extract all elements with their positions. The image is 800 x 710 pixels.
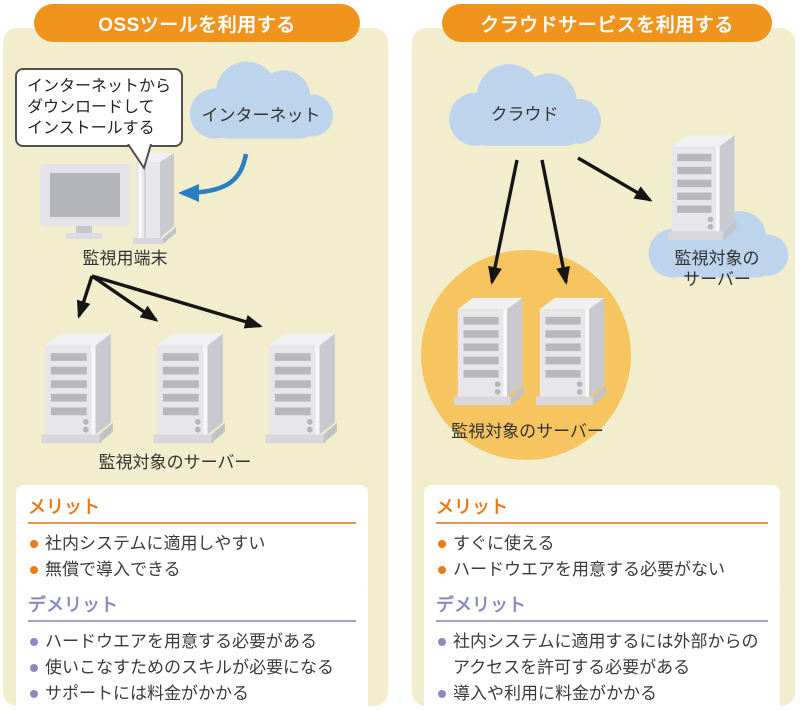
merit-item: 無償で導入できる (28, 557, 356, 583)
server-icon (41, 326, 117, 452)
remote-server-label: 監視対象の サーバー (638, 248, 796, 290)
speech-bubble-line: インターネットから (27, 78, 172, 95)
server-icon (454, 290, 528, 414)
cloud-label: クラウド (490, 105, 559, 124)
oss-title-label: OSSツールを利用する (98, 14, 296, 36)
internet-cloud-icon (182, 54, 340, 150)
cloud-demerit-box: デメリット 社内システムに適用するには外部からのアクセスを許可する必要がある 導… (424, 583, 780, 710)
speech-bubble-line: ダウンロードして (27, 99, 155, 117)
demerit-item: 社内システムに適用するには外部からのアクセスを許可する必要がある (436, 629, 768, 681)
merit-heading: メリット (436, 493, 768, 524)
oss-merit-box: メリット 社内システムに適用しやすい 無償で導入できる (16, 485, 368, 593)
oss-servers-label: 監視対象のサーバー (98, 453, 252, 472)
oss-demerit-box: デメリット ハードウエアを用意する必要がある 使いこなすためのスキルが必要になる… (16, 583, 368, 710)
speech-bubble-tail (127, 144, 152, 171)
merit-item: すぐに使える (436, 531, 768, 557)
terminal-label: 監視用端末 (82, 249, 168, 268)
cloud-title-label: クラウドサービスを利用する (480, 14, 734, 36)
merit-list: 社内システムに適用しやすい 無償で導入できる (28, 531, 356, 583)
merit-item: ハードウエアを用意する必要がない (436, 557, 768, 583)
cloud-monitored-servers-label: 監視対象のサーバー (451, 422, 604, 441)
demerit-heading: デメリット (28, 591, 356, 622)
remote-server-icon (668, 128, 740, 248)
server-icon (265, 326, 341, 452)
cloud-title-pill: クラウドサービスを利用する (442, 4, 772, 42)
demerit-heading: デメリット (436, 591, 768, 622)
oss-title-pill: OSSツールを利用する (34, 4, 360, 42)
merit-list: すぐに使える ハードウエアを用意する必要がない (436, 531, 768, 583)
speech-bubble-line: インストールする (27, 120, 155, 138)
server-icon (153, 326, 229, 452)
remote-server-label-line: 監視対象の (674, 249, 760, 268)
merit-heading: メリット (28, 493, 356, 524)
remote-server-label-line: サーバー (683, 270, 751, 289)
speech-bubble: インターネットから ダウンロードして インストールする (15, 68, 184, 148)
internet-cloud-label: インターネット (201, 106, 321, 125)
merit-item: 社内システムに適用しやすい (28, 531, 356, 557)
cloud-merit-box: メリット すぐに使える ハードウエアを用意する必要がない (424, 485, 780, 593)
demerit-list: 社内システムに適用するには外部からのアクセスを許可する必要がある 導入や利用に料… (436, 629, 768, 707)
demerit-item: 導入や利用に料金がかかる (436, 681, 768, 707)
demerit-item: サポートには料金がかかる (28, 681, 356, 707)
demerit-item: ハードウエアを用意する必要がある (28, 629, 356, 655)
demerit-item: 使いこなすためのスキルが必要になる (28, 655, 356, 681)
demerit-list: ハードウエアを用意する必要がある 使いこなすためのスキルが必要になる サポートに… (28, 629, 356, 707)
server-icon (536, 290, 610, 414)
